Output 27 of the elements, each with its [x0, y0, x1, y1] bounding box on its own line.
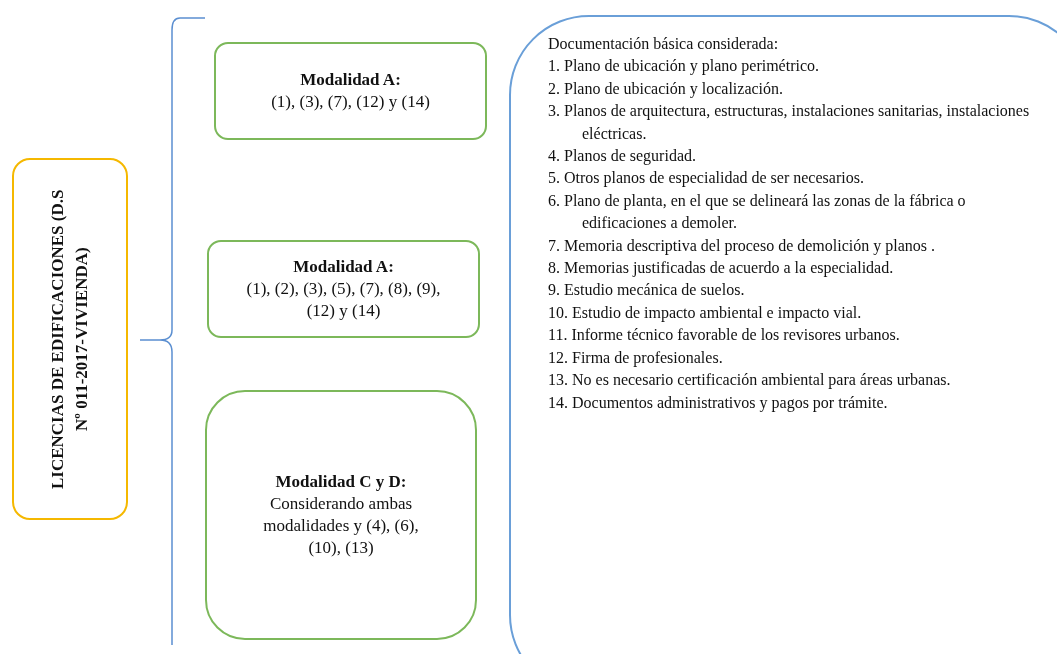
title-text: LICENCIAS DE EDIFICACIONES (D.S Nº 011-2017-VIVIENDA): [47, 189, 92, 489]
list-item: 13. No es necesario certificación ambiental para áreas urbanas.: [548, 370, 952, 391]
list-heading: Documentación básica considerada:: [548, 34, 780, 54]
modality-box: [205, 390, 477, 640]
list-item: 10. Estudio de impacto ambiental e impacto vial.: [548, 302, 863, 324]
list-item: 2. Plano de ubicación y localización.: [548, 78, 785, 100]
modality-heading: Modalidad C y D:: [274, 471, 408, 493]
title-box: [12, 158, 128, 520]
list-item: 1. Plano de ubicación y plano perimétrico.: [548, 56, 821, 77]
list-item: 11. Informe técnico favorable de los revisores urbanos.: [548, 325, 901, 346]
list-item: 5. Otros planos de especialidad de ser necesarios.: [548, 168, 865, 189]
modality-box: [214, 42, 487, 140]
list-item: 9. Estudio mecánica de suelos.: [548, 280, 746, 301]
documents-box: [509, 15, 1057, 654]
list-item: 8. Memorias justificadas de acuerdo a la especialidad.: [548, 258, 895, 279]
document-numbers: (1), (3), (7), (12) y (14): [270, 91, 431, 113]
document-numbers: (1), (2), (3), (5), (7), (8), (9), (12) y (14): [245, 278, 442, 322]
list-item: 7. Memoria descriptiva del proceso de demolición y planos .: [548, 235, 936, 257]
list-item: 12. Firma de profesionales.: [548, 347, 724, 369]
list-item: 4. Planos de seguridad.: [548, 146, 697, 167]
list-item: 14. Documentos administrativos y pagos por trámite.: [548, 392, 889, 414]
document-numbers: Considerando ambas modalidades y (4), (6), (10), (13): [262, 493, 420, 559]
modality-box: [207, 240, 480, 338]
list-item: 3. Planos de arquitectura, estructuras, instalaciones sanitarias, instalaciones eléctricas.: [548, 101, 1031, 144]
modality-heading: Modalidad A:: [292, 256, 395, 278]
modality-heading: Modalidad A:: [299, 69, 402, 91]
list-item: 6. Plano de planta, en el que se delineará las zonas de la fábrica o edificaciones a demoler.: [548, 190, 967, 234]
